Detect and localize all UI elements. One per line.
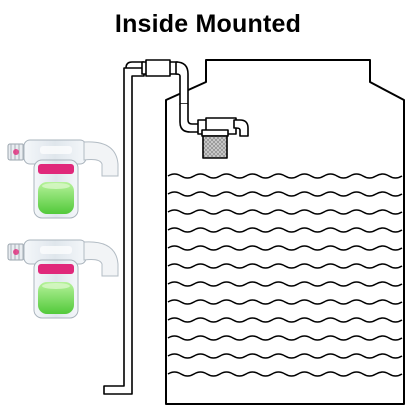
- page-title: Inside Mounted: [114, 10, 302, 38]
- pink-band: [38, 264, 74, 274]
- water-wave-line: [167, 209, 403, 215]
- water-wave-line: [167, 263, 403, 269]
- water-level-valve-bottom: [7, 239, 119, 319]
- water-wave-line: [167, 281, 403, 287]
- body-highlight: [40, 146, 72, 154]
- green-float: [38, 282, 74, 314]
- elbow-outlet: [83, 141, 119, 177]
- water-wave-line: [167, 245, 403, 251]
- elbow-outlet: [83, 241, 119, 277]
- tank-float-valve: [197, 117, 249, 159]
- inlet-core: [13, 149, 19, 155]
- green-float: [38, 182, 74, 214]
- water-wave-line: [167, 371, 403, 377]
- water-wave-line: [167, 191, 403, 197]
- water-wave-line: [167, 299, 403, 305]
- water-wave-line: [167, 335, 403, 341]
- water-wave-line: [167, 227, 403, 233]
- inlet-pipe: [103, 59, 201, 395]
- pink-band: [38, 164, 74, 174]
- float-highlight: [42, 283, 70, 289]
- water-level-valve-top: [7, 139, 119, 219]
- water-wave-line: [167, 353, 403, 359]
- inlet-core: [13, 249, 19, 255]
- water-waves: [167, 173, 403, 377]
- float-highlight: [42, 183, 70, 189]
- water-wave-line: [167, 173, 403, 179]
- water-wave-line: [167, 317, 403, 323]
- body-highlight: [40, 246, 72, 254]
